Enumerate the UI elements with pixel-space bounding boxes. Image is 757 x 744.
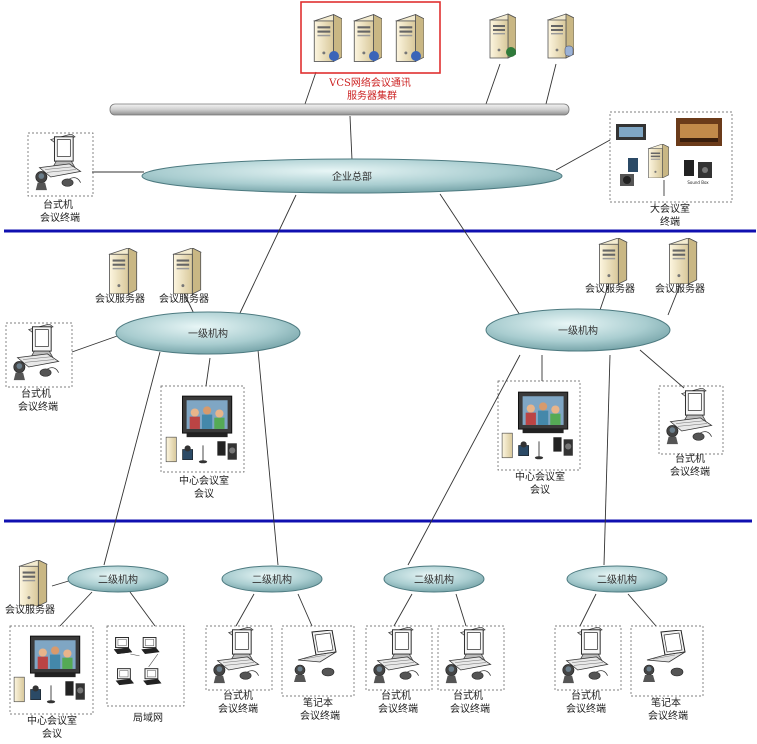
l2a-center-room-box [9, 625, 94, 715]
l1r-center-label-1: 中心会议室 [515, 470, 565, 483]
hq-room-equipment-icon: Sound Box [616, 118, 722, 196]
hub-l2-a [67, 565, 169, 593]
hub-l1-left-label: 一级机构 [188, 327, 228, 340]
l1l-center-room-box [160, 385, 245, 473]
l1l-desktop-box [5, 322, 73, 388]
hub-l2-d-label: 二级机构 [597, 573, 637, 586]
l1r-server-a-icon [598, 238, 628, 284]
l2c-desktop1-box [365, 625, 433, 691]
hq-room-label-2: 终端 [660, 215, 680, 228]
l2b-laptop-icon [293, 630, 337, 683]
l1r-desktop-label-1: 台式机 [675, 452, 705, 465]
l2a-lan-box [106, 625, 185, 707]
l1l-server-b-label: 会议服务器 [159, 292, 209, 305]
l2c-desktop1-label-2: 会议终端 [378, 702, 418, 715]
vcs-cluster-box [300, 1, 441, 74]
vcs-label-line2: 服务器集群 [347, 89, 397, 102]
l2b-desktop-box [205, 625, 273, 691]
vcs-server-icons [313, 14, 424, 62]
l1r-desktop-label-2: 会议终端 [670, 465, 710, 478]
l1r-center-room-icon [501, 391, 574, 460]
l2c-desktop2-label-2: 会议终端 [450, 702, 490, 715]
vcs-label-line1: VCS网络会议通讯 [328, 76, 411, 89]
l2b-laptop-box [281, 625, 355, 697]
l2b-laptop-label-1: 笔记本 [303, 696, 333, 709]
l1r-desktop-icon [666, 388, 713, 445]
l1l-desktop-label-2: 会议终端 [18, 400, 58, 413]
l1l-server-b-icon [172, 248, 202, 294]
l1l-server-a-label: 会议服务器 [95, 292, 145, 305]
l2b-desktop-icon [213, 627, 260, 684]
l2a-center-room-icon [13, 635, 86, 704]
l1r-server-b-label: 会议服务器 [655, 282, 705, 295]
l2-server-icon [18, 560, 48, 606]
hq-desktop-label-1: 台式机 [43, 198, 73, 211]
l2a-center-label-1: 中心会议室 [27, 714, 77, 727]
l2-server-label: 会议服务器 [5, 603, 55, 616]
l2d-desktop-box [554, 625, 622, 691]
hub-l2-b-label: 二级机构 [252, 573, 292, 586]
hq-room-label-1: 大会议室 [650, 202, 690, 215]
hub-hq-label: 企业总部 [332, 170, 372, 183]
hub-l2-b [221, 565, 323, 593]
hub-l1-left [115, 311, 301, 355]
l2c-desktop2-label-1: 台式机 [453, 689, 483, 702]
hq-room-box [609, 111, 733, 203]
l1l-desktop-label-1: 台式机 [21, 387, 51, 400]
l2c-desktop2-icon [445, 627, 492, 684]
l2d-desktop-icon [562, 627, 609, 684]
l1l-desktop-icon [13, 324, 60, 381]
l1l-center-room-icon [165, 395, 238, 464]
l2d-laptop-label-1: 笔记本 [651, 696, 681, 709]
l1l-server-a-icon [108, 248, 138, 294]
l2c-desktop2-box [437, 625, 505, 691]
l1r-server-b-icon [668, 238, 698, 284]
l2d-desktop-label-2: 会议终端 [566, 702, 606, 715]
l1r-center-label-2: 会议 [530, 483, 550, 496]
l2b-laptop-label-2: 会议终端 [300, 709, 340, 722]
hq-desktop-box [27, 132, 94, 197]
l2c-desktop1-icon [373, 627, 420, 684]
svg-text:Sound Box: Sound Box [687, 180, 709, 185]
l1l-center-label-2: 会议 [194, 487, 214, 500]
l2c-desktop1-label-1: 台式机 [381, 689, 411, 702]
l1r-center-room-box [497, 380, 581, 471]
globe-icon [506, 47, 516, 57]
hub-l1-right [485, 308, 671, 352]
l2d-desktop-label-1: 台式机 [571, 689, 601, 702]
l2a-center-label-2: 会议 [42, 727, 62, 740]
l2a-lan-label: 局域网 [133, 711, 163, 724]
l1l-center-label-1: 中心会议室 [179, 474, 229, 487]
l2d-laptop-box [630, 625, 704, 697]
hub-hq [141, 158, 563, 194]
hub-l2-d [566, 565, 668, 593]
l2d-laptop-icon [642, 630, 686, 683]
database-icon [564, 45, 574, 57]
l2d-laptop-label-2: 会议终端 [648, 709, 688, 722]
l2a-lan-icon [114, 638, 162, 686]
hq-desktop-label-2: 会议终端 [40, 211, 80, 224]
hub-l2-c-label: 二级机构 [414, 573, 454, 586]
l2b-desktop-label-2: 会议终端 [218, 702, 258, 715]
hub-l1-right-label: 一级机构 [558, 324, 598, 337]
l1r-server-a-label: 会议服务器 [585, 282, 635, 295]
hq-desktop-icon [35, 134, 82, 191]
l1r-desktop-box [658, 385, 724, 455]
hub-l2-c [383, 565, 485, 593]
l2b-desktop-label-1: 台式机 [223, 689, 253, 702]
backbone-bus [109, 103, 570, 116]
hub-l2-a-label: 二级机构 [98, 573, 138, 586]
